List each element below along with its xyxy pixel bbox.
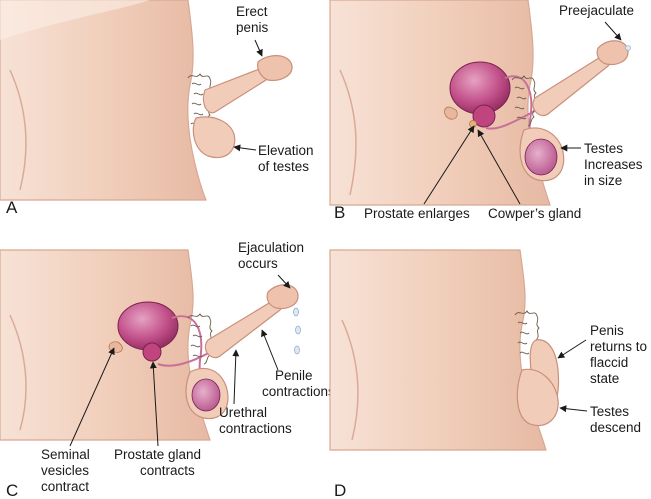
label-urethral-contractions: Urethral contractions (219, 405, 292, 436)
panel-letter-d: D (334, 481, 346, 499)
arrow-urethral-contractions (234, 350, 236, 404)
label-penile-contractions: Penile contractions (262, 368, 335, 399)
label-elevation-of-testes: Elevation of testes (258, 143, 317, 174)
label-prostate-gland-contracts: Prostate gland contracts (114, 447, 205, 478)
cowpers-gland (470, 121, 477, 128)
glans (258, 56, 292, 81)
arrow-penile-contractions (262, 330, 278, 370)
label-testes-descend: Testes descend (590, 404, 641, 435)
label-prostate-enlarges: Prostate enlarges (364, 206, 470, 221)
arrow-penis-returns-flaccid (558, 340, 586, 358)
prostate-gland (143, 343, 161, 361)
testis (192, 379, 220, 411)
label-cowpers-gland: Cowper’s gland (488, 206, 581, 221)
panel-a: A Erect penis Elevation of testes (0, 0, 317, 217)
scrotum-elevated (193, 117, 234, 158)
body-silhouette (0, 250, 210, 440)
body-silhouette (330, 0, 550, 205)
panel-d: D Penis returns to flaccid state Testes … (330, 250, 651, 499)
erect-penis-shaft (533, 55, 611, 116)
bladder (118, 302, 178, 350)
glans (597, 41, 628, 65)
label-erect-penis: Erect penis (236, 4, 271, 35)
label-penis-returns-flaccid: Penis returns to flaccid state (590, 323, 651, 386)
label-preejaculate: Preejaculate (559, 3, 634, 18)
glans (267, 285, 298, 309)
body-silhouette (330, 250, 546, 450)
panel-b: B Preejaculate Testes Increases in size … (330, 0, 646, 222)
label-ejaculation-occurs: Ejaculation occurs (238, 240, 308, 271)
erect-penis-shaft (205, 299, 282, 358)
panel-letter-c: C (6, 481, 18, 499)
panel-letter-a: A (6, 198, 18, 217)
label-testes-increases: Testes Increases in size (584, 141, 646, 188)
arrow-erect-penis (255, 40, 262, 56)
label-seminal-vesicles-contract: Seminal vesicles contract (41, 447, 94, 494)
arrow-testes-descend (560, 408, 587, 411)
panel-c: C Ejaculation occurs Penile contractions… (0, 240, 335, 499)
panel-letter-b: B (334, 203, 345, 222)
ejaculate-droplets (294, 308, 301, 354)
arrow-elevation-of-testes (234, 147, 256, 150)
testis-enlarged (525, 139, 557, 175)
preejaculate-drop (626, 46, 631, 51)
erect-penis-shaft (203, 68, 269, 113)
arrow-preejaculate (605, 22, 621, 40)
